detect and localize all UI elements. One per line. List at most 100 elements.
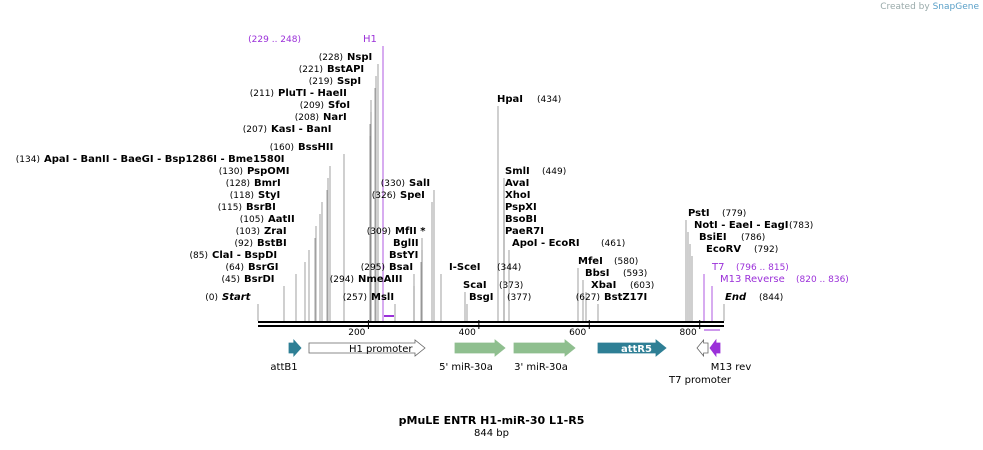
site-label[interactable]: M13 Reverse(820 .. 836) xyxy=(720,274,849,285)
site-label[interactable]: T7(796 .. 815) xyxy=(711,262,789,273)
site-position: (257) xyxy=(343,293,367,303)
site-position: (603) xyxy=(630,281,654,291)
site-label[interactable]: AatII(105) xyxy=(240,214,295,225)
site-label[interactable]: PstI(779) xyxy=(688,208,746,219)
site-label[interactable]: BsoBI xyxy=(505,214,537,225)
site-position: (221) xyxy=(299,65,323,75)
site-position: (627) xyxy=(576,293,600,303)
snapgene-credit: Created by SnapGene xyxy=(880,2,979,12)
site-position: (103) xyxy=(236,227,260,237)
site-name: PspOMI xyxy=(247,166,289,177)
feature-label: M13 rev xyxy=(711,362,752,373)
site-label[interactable]: StyI(118) xyxy=(230,190,280,201)
site-label[interactable]: ZraI(103) xyxy=(236,226,287,237)
site-label[interactable]: PluTI - HaeII (211) xyxy=(250,88,347,99)
site-label[interactable]: MfII *(309) xyxy=(367,226,426,237)
site-name: BsrBI xyxy=(246,202,276,213)
site-label[interactable]: I-SceI(344) xyxy=(449,262,521,273)
site-position: (373) xyxy=(499,281,523,291)
site-label[interactable]: BsrDI(45) xyxy=(222,274,275,285)
site-label[interactable]: XbaI (603) xyxy=(591,280,654,291)
site-position: (209) xyxy=(300,101,324,111)
feature-3[interactable]: 3' miR-30a xyxy=(513,339,576,373)
site-label[interactable]: ClaI - BspDI(85) xyxy=(190,250,278,261)
site-label[interactable]: ApoI - EcoRI(461) xyxy=(512,238,625,249)
site-label[interactable]: BstAPI(221) xyxy=(299,64,364,75)
feature-label: T7 promoter xyxy=(668,375,732,386)
site-label[interactable]: AvaI xyxy=(505,178,529,189)
site-name: XbaI xyxy=(591,280,616,291)
site-label[interactable]: BmrI(128) xyxy=(226,178,281,189)
site-label[interactable]: PaeR7I xyxy=(505,226,544,237)
site-label[interactable]: MfeI (580) xyxy=(578,256,638,267)
site-position: (330) xyxy=(381,179,405,189)
site-label[interactable]: BsrBI (115) xyxy=(218,202,276,213)
site-name: BsaI xyxy=(389,262,413,273)
site-position: (580) xyxy=(614,257,638,267)
site-label[interactable]: BbsI(593) xyxy=(585,268,647,279)
site-label[interactable]: SpeI(326) xyxy=(372,190,425,201)
site-label[interactable]: BsrGI(64) xyxy=(226,262,279,273)
site-label[interactable]: BstZ17I (627) xyxy=(576,292,647,303)
site-label[interactable]: SalI (330) xyxy=(381,178,430,189)
site-position: (211) xyxy=(250,89,274,99)
site-label[interactable]: NarI(208) xyxy=(295,112,347,123)
site-name: MfeI xyxy=(578,256,603,267)
site-position: (207) xyxy=(243,125,267,135)
site-label[interactable]: End(844) xyxy=(725,292,783,303)
site-name: I-SceI xyxy=(449,262,481,273)
site-label[interactable]: PspOMI (130) xyxy=(219,166,290,177)
feature-0[interactable]: attB1 xyxy=(270,338,302,373)
site-label[interactable]: SmlI(449) xyxy=(505,166,566,177)
site-label[interactable]: NotI - EaeI - EagI(783) xyxy=(694,220,813,231)
feature-2[interactable]: 5' miR-30a xyxy=(439,339,506,373)
site-label[interactable]: NspI(228) xyxy=(319,52,372,63)
site-name: BstYI xyxy=(389,250,418,261)
tick-label: 200 xyxy=(348,328,365,338)
site-position: (779) xyxy=(722,209,746,219)
site-label[interactable]: XhoI xyxy=(505,190,530,201)
site-label[interactable]: BstBI(92) xyxy=(235,238,287,249)
site-position: (130) xyxy=(219,167,243,177)
site-label[interactable]: BglII xyxy=(393,238,419,249)
site-label[interactable]: ApaI - BanII - BaeGI - Bsp1286I - Bme158… xyxy=(16,154,285,165)
feature-5[interactable]: T7 promoter xyxy=(668,338,732,386)
site-position: (64) xyxy=(226,263,244,273)
feature-arrow xyxy=(288,338,302,358)
site-name: SalI xyxy=(409,178,430,189)
site-label[interactable]: BsgI(377) xyxy=(469,292,531,303)
site-label[interactable]: BssHII(160) xyxy=(270,142,334,153)
site-label[interactable]: H1(229 .. 248) xyxy=(248,34,377,45)
site-label[interactable]: KasI - BanI(207) xyxy=(243,124,332,135)
site-position: (219) xyxy=(309,77,333,87)
site-name: EcoRV xyxy=(706,244,741,255)
feature-1[interactable]: H1 promoter xyxy=(308,339,426,357)
site-label[interactable]: Start(0) xyxy=(205,292,251,303)
snapgene-logo: SnapGene xyxy=(932,2,979,12)
site-position: (85) xyxy=(190,251,208,261)
site-name: PluTI - HaeII xyxy=(278,88,347,99)
site-name: BstZ17I xyxy=(604,292,647,303)
site-label[interactable]: NmeAIII(294) xyxy=(330,274,403,285)
feature-4[interactable]: attR5 xyxy=(597,339,667,357)
site-name: End xyxy=(725,292,747,303)
site-label[interactable]: PspXI xyxy=(505,202,537,213)
site-label[interactable]: BstYI xyxy=(389,250,418,261)
site-position: (118) xyxy=(230,191,254,201)
site-label[interactable]: BsaI(295) xyxy=(361,262,413,273)
site-name: XhoI xyxy=(505,190,530,201)
site-label[interactable]: BsiEI(786) xyxy=(699,232,765,243)
site-label[interactable]: SfoI(209) xyxy=(300,100,350,111)
site-label[interactable]: ScaI(373) xyxy=(463,280,523,291)
feature-6[interactable]: M13 rev xyxy=(709,338,752,373)
site-label[interactable]: HpaI(434) xyxy=(497,94,561,105)
site-label[interactable]: SspI(219) xyxy=(309,76,361,87)
site-position: (134) xyxy=(16,155,40,165)
site-position: (115) xyxy=(218,203,242,213)
site-label[interactable]: MslI(257) xyxy=(343,292,394,303)
site-name: NspI xyxy=(347,52,372,63)
feature-arrow xyxy=(308,339,426,357)
site-position: (377) xyxy=(507,293,531,303)
site-label[interactable]: EcoRV(792) xyxy=(706,244,778,255)
site-position: (208) xyxy=(295,113,319,123)
